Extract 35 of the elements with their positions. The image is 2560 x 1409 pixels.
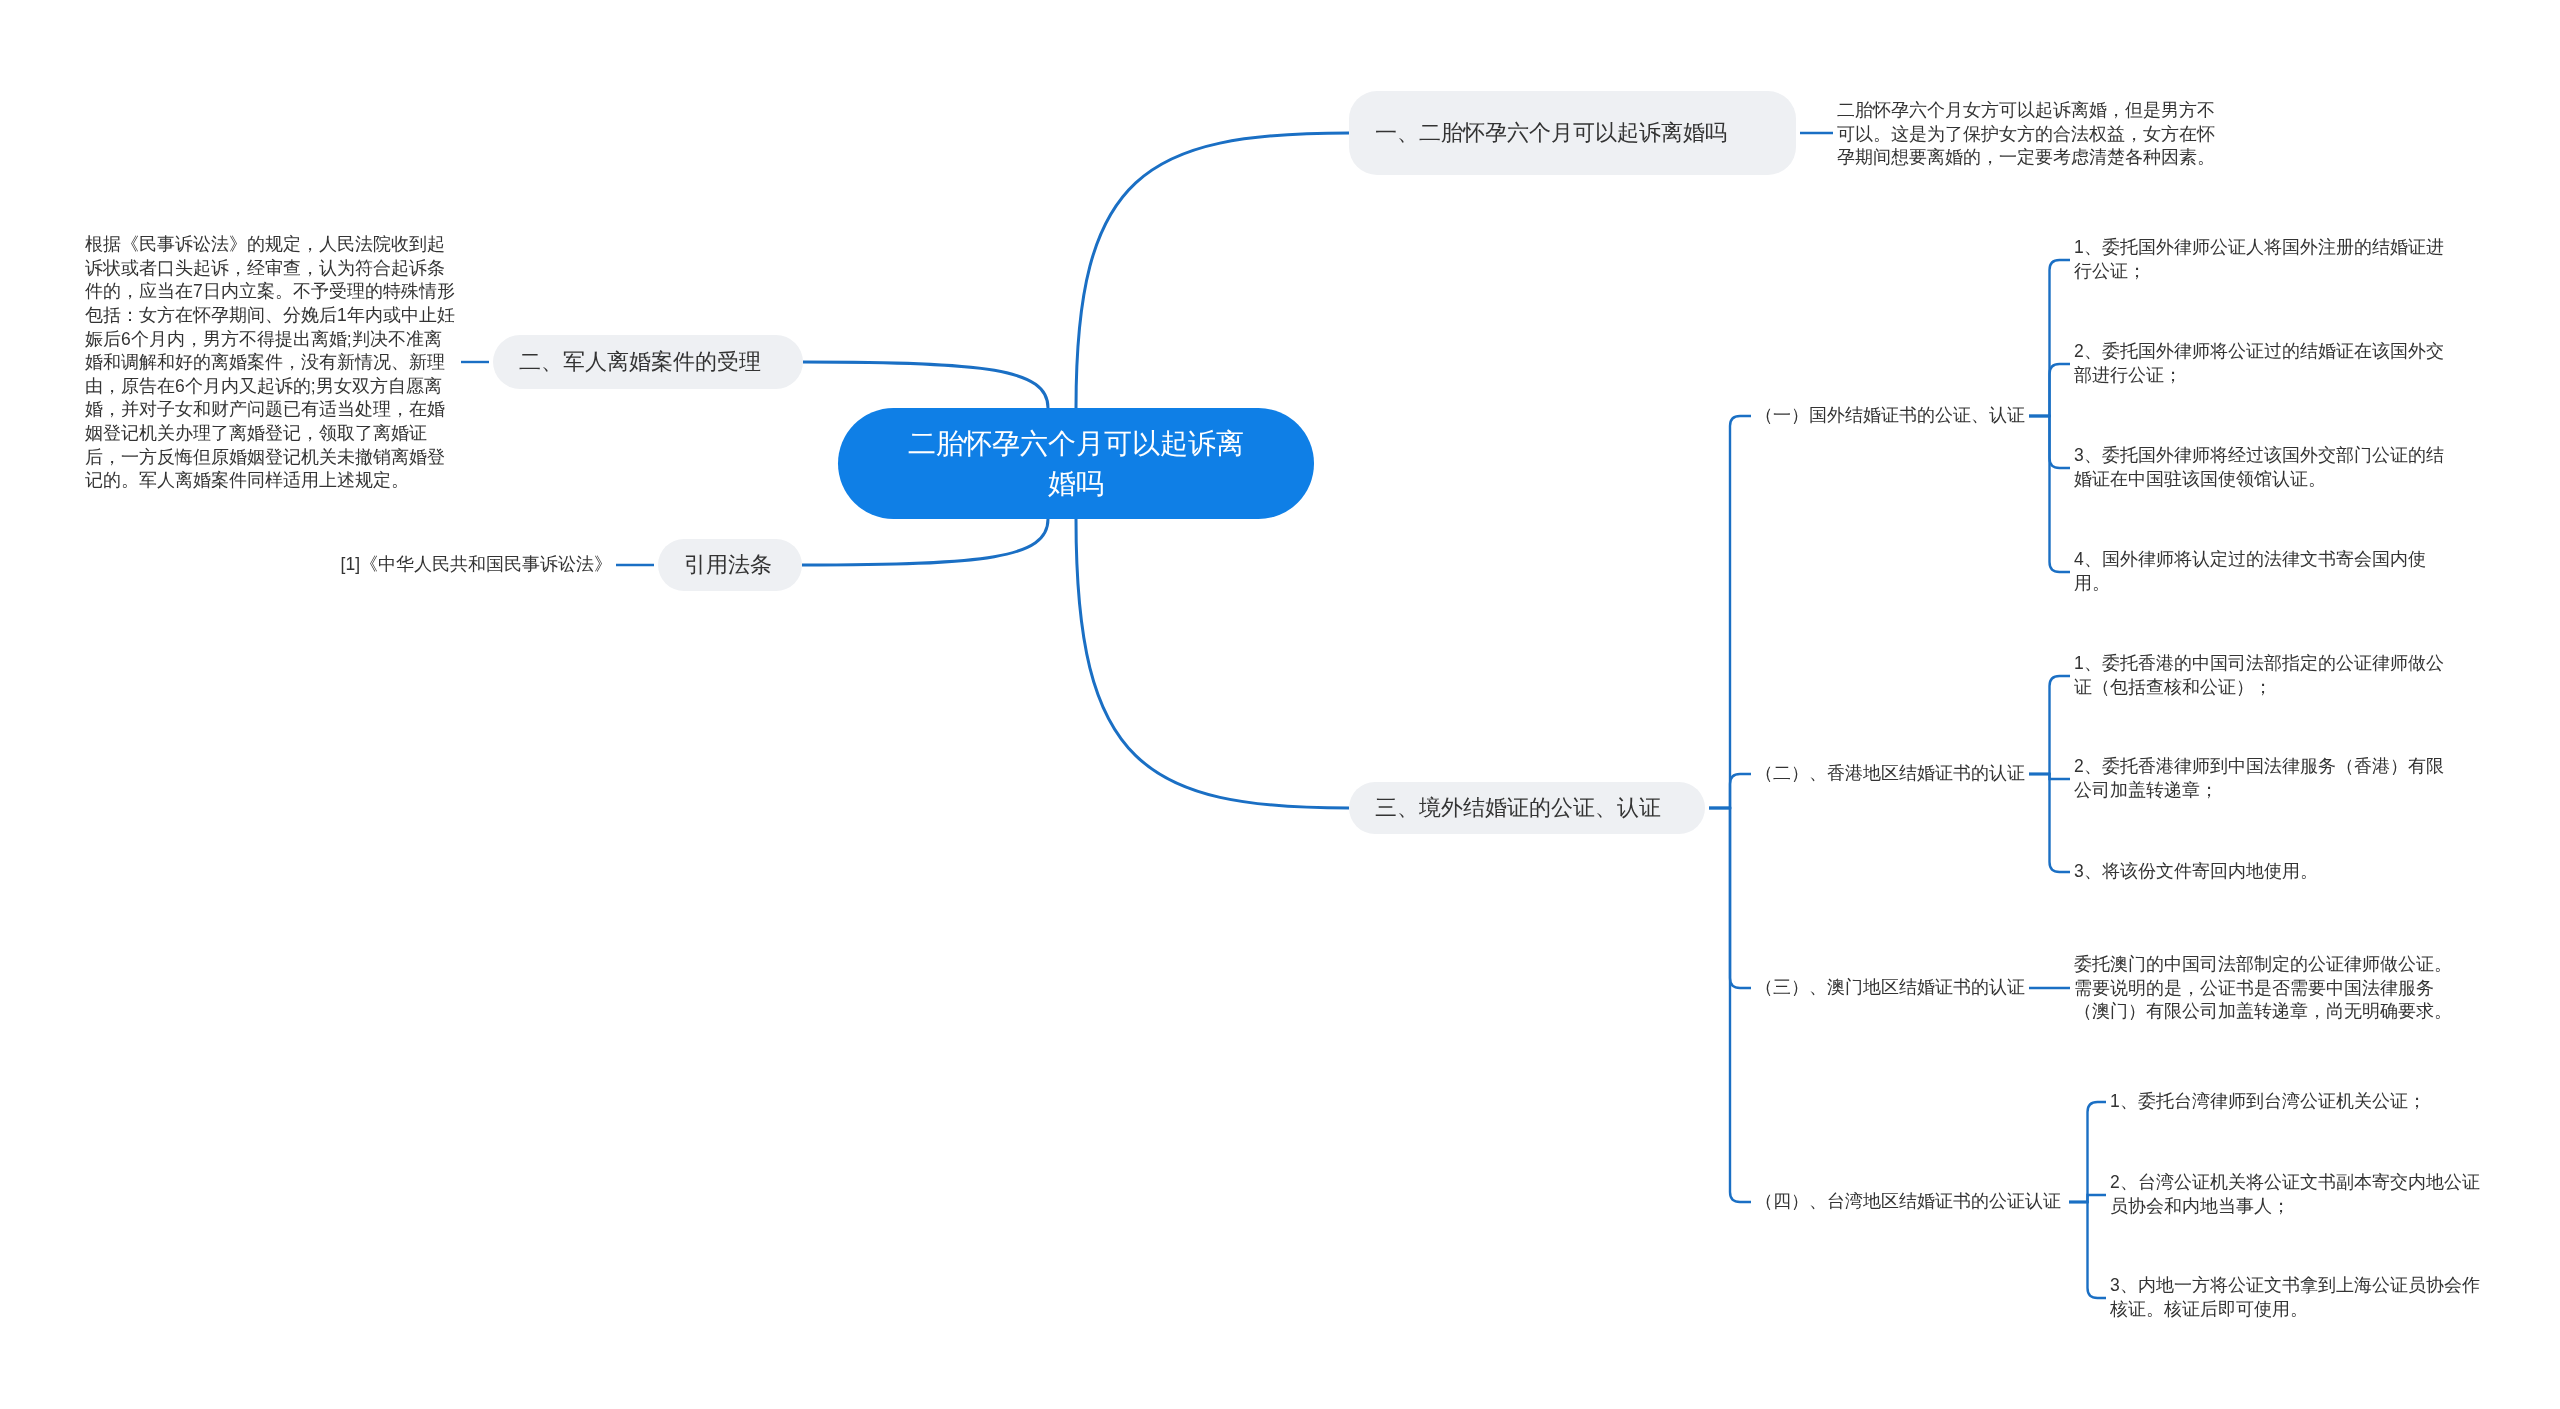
note-text: 1、委托香港的中国司法部指定的公证律师做公证（包括查核和公证）；: [2074, 652, 2446, 700]
connector-line: [803, 360, 1050, 409]
connector-line: [1074, 518, 1350, 810]
topic-text: 引用法条: [684, 550, 772, 579]
note-text: 1、委托国外律师公证人将国外注册的结婚证进行公证；: [2074, 236, 2446, 284]
note-text: （二）、香港地区结婚证书的认证: [1755, 762, 2025, 786]
note-text: 2、台湾公证机关将公证文书副本寄交内地公证员协会和内地当事人；: [2110, 1171, 2490, 1219]
topic-text: 二胎怀孕六个月可以起诉离婚吗: [907, 427, 1245, 501]
connector-line: [616, 563, 654, 567]
connector-line: [1800, 131, 1833, 135]
topic-pill: [658, 539, 802, 591]
connector-line: [2029, 986, 2070, 990]
connector-line: [461, 360, 489, 364]
topic-pill: [1349, 782, 1705, 834]
topic-text: 三、境外结婚证的公证、认证: [1375, 793, 1661, 822]
note-text: 3、委托国外律师将经过该国外交部门公证的结婚证在中国驻该国使领馆认证。: [2074, 444, 2446, 492]
topic-pill: [493, 335, 803, 389]
topic-text: 一、二胎怀孕六个月可以起诉离婚吗: [1375, 118, 1727, 147]
topic-pill: [1349, 91, 1796, 175]
connector-line: [802, 518, 1050, 567]
note-text: 委托澳门的中国司法部制定的公证律师做公证。需要说明的是，公证书是否需要中国法律服务（澳门）有限公司加盖转递章，尚无明确要求。: [2074, 952, 2454, 1024]
note-text: [1]《中华人民共和国民事诉讼法》: [300, 553, 612, 577]
note-text: 根据《民事诉讼法》的规定，人民法院收到起诉状或者口头起诉，经审查，认为符合起诉条件的，应当在7日内立案。不予受理的特殊情形包括：女方在怀孕期间、分娩后1年内或中止妊娠后6个月内，男方不得提出离婚;判决不准离婚和调解和好的离婚案件，没有新情况、新理由，原告在6个月内又起诉的;男女双方自愿离婚，并对子女和财产问题已有适当处理，在婚姻登记机关办理了离婚登记，领取了离婚证后，一方反悔但原婚姻登记机关未撤销离婚登记的。军人离婚案件同样适用上述规定。: [85, 233, 457, 493]
note-text: 2、委托国外律师将公证过的结婚证在该国外交部进行公证；: [2074, 340, 2446, 388]
note-text: 2、委托香港律师到中国法律服务（香港）有限公司加盖转递章；: [2074, 755, 2446, 803]
note-text: （四）、台湾地区结婚证书的公证认证: [1755, 1190, 2065, 1214]
note-text: （三）、澳门地区结婚证书的认证: [1755, 976, 2025, 1000]
note-text: （一）国外结婚证书的公证、认证: [1755, 404, 2025, 428]
note-text: 二胎怀孕六个月女方可以起诉离婚，但是男方不可以。这是为了保护女方的合法权益，女方在怀孕期间想要离婚的，一定要考虑清楚各种因素。: [1837, 98, 2227, 170]
note-text: 4、国外律师将认定过的法律文书寄会国内使用。: [2074, 548, 2446, 596]
connector-line: [1074, 131, 1350, 409]
topic-text: 二、军人离婚案件的受理: [519, 347, 761, 376]
note-text: 3、内地一方将公证文书拿到上海公证员协会作核证。核证后即可使用。: [2110, 1274, 2490, 1322]
note-text: 3、将该份文件寄回内地使用。: [2074, 860, 2446, 884]
note-text: 1、委托台湾律师到台湾公证机关公证；: [2110, 1090, 2490, 1114]
